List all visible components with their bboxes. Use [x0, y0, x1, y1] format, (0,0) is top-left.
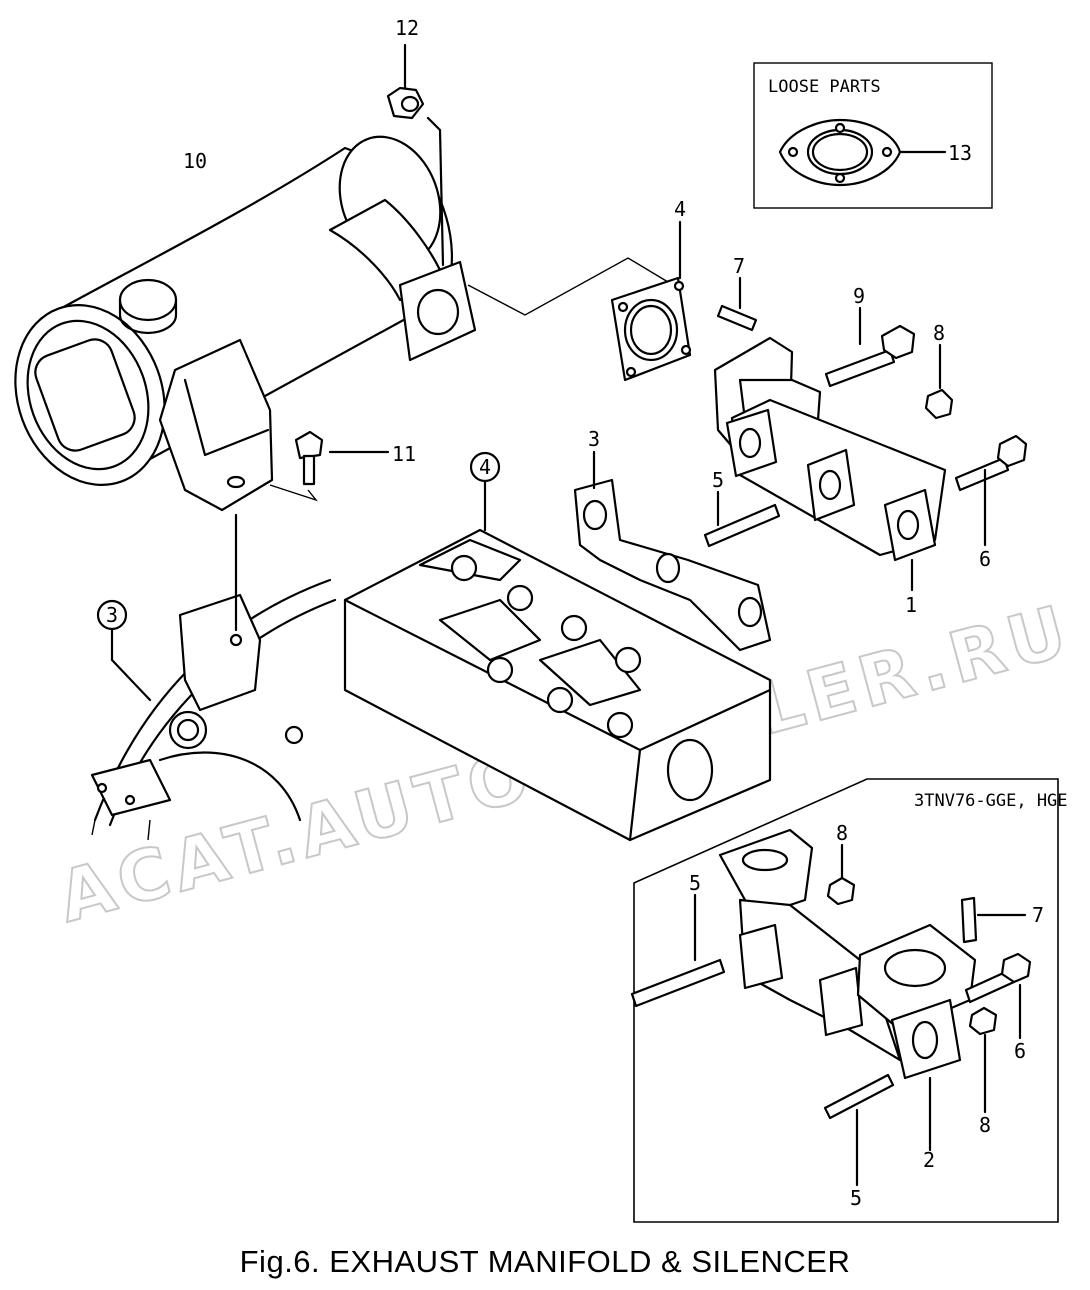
stud-part-5-top [703, 490, 781, 548]
bolt-part-9 [824, 306, 916, 388]
stud-part-7 [716, 276, 758, 332]
callout-5-inset-top: 5 [689, 871, 701, 895]
bolt-part-6 [954, 434, 1028, 547]
silencer-part-10 [14, 135, 477, 512]
gasket-part-13 [778, 118, 947, 187]
callout-5-top: 5 [712, 468, 724, 492]
gasket-part-3 [573, 450, 772, 652]
callout-12: 12 [395, 16, 419, 40]
callout-11: 11 [392, 442, 416, 466]
callout-5-inset-bottom: 5 [850, 1186, 862, 1210]
callout-1: 1 [905, 593, 917, 617]
stud-part-5-inset-top [630, 893, 726, 1008]
gasket-part-4 [467, 220, 692, 382]
variant-label: 3TNV76-GGE, HGE [914, 791, 1068, 811]
callout-3-circle: 3 [106, 603, 118, 627]
callout-10: 10 [183, 149, 207, 173]
callout-4-circle: 4 [479, 455, 491, 479]
stud-part-7-inset [960, 896, 1027, 944]
callout-3-gasket: 3 [588, 427, 600, 451]
callout-6-inset: 6 [1014, 1039, 1026, 1063]
loose-parts-title: LOOSE PARTS [768, 77, 881, 97]
exhaust-manifold-part-1 [713, 336, 947, 592]
bolt-part-6-inset [964, 952, 1032, 1040]
loose-parts-box [753, 62, 993, 209]
callout-6-top: 6 [979, 547, 991, 571]
stud-part-5-inset-bottom [823, 1073, 895, 1187]
callout-circle-3 [96, 599, 128, 631]
nut-part-8-inset-bottom [968, 1006, 998, 1114]
callout-7-inset: 7 [1032, 903, 1044, 927]
nut-part-8-top [924, 343, 954, 420]
callout-7: 7 [733, 254, 745, 278]
callout-8-inset-bottom: 8 [979, 1113, 991, 1137]
callout-8-inset-top: 8 [836, 821, 848, 845]
callout-circle-4 [469, 451, 501, 483]
exhaust-manifold-part-2 [718, 828, 977, 1152]
cylinder-head [343, 478, 772, 842]
bolt-part-11 [269, 430, 390, 502]
callout-9: 9 [853, 284, 865, 308]
callout-8-top: 8 [933, 321, 945, 345]
callout-2: 2 [923, 1148, 935, 1172]
callout-13: 13 [948, 141, 972, 165]
variant-inset-box [633, 778, 1059, 1223]
figure-caption: Fig.6. EXHAUST MANIFOLD & SILENCER [239, 1244, 851, 1279]
callout-4-gasket: 4 [674, 197, 686, 221]
nut-part-12 [386, 43, 445, 267]
nut-part-8-inset-top [826, 843, 856, 906]
engine-block-section [90, 513, 337, 841]
